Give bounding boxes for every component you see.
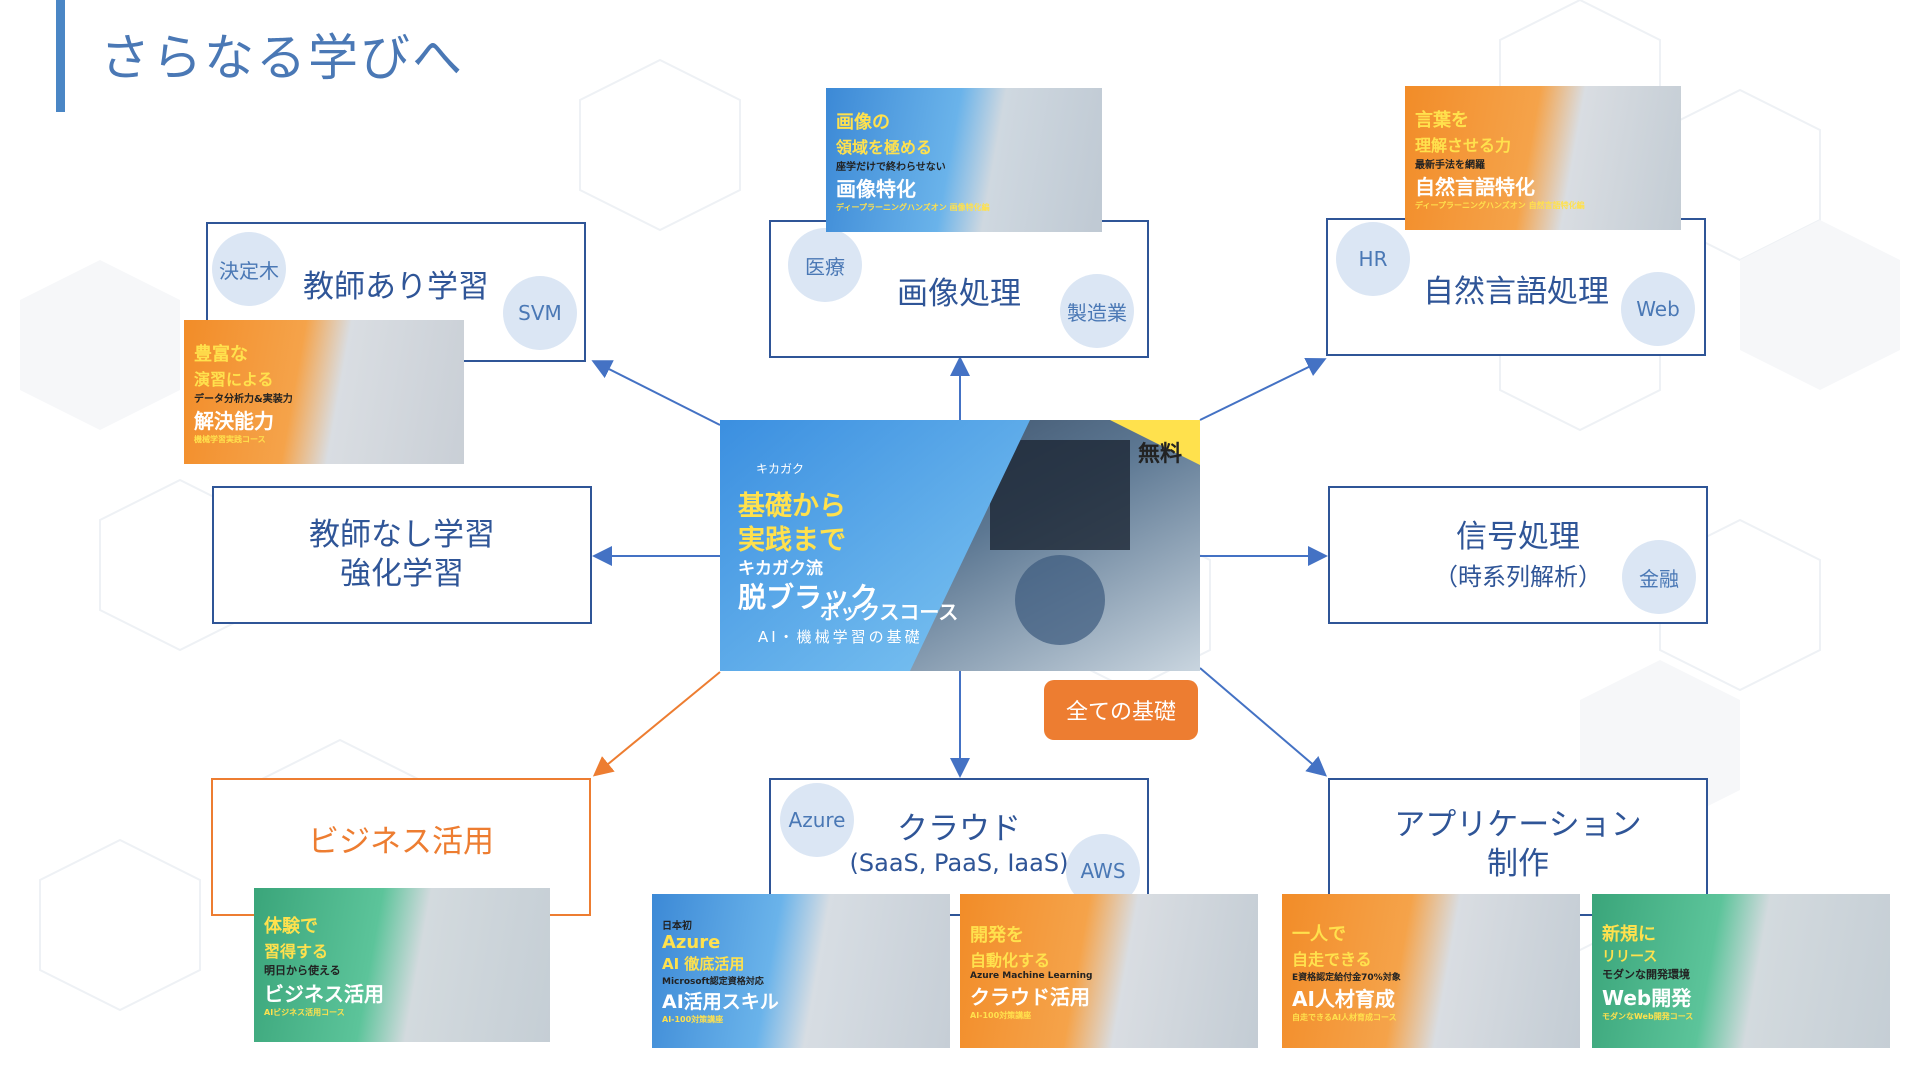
banner-line: データ分析力&実装力 — [194, 393, 293, 405]
center-line1: 基礎から — [738, 491, 846, 522]
cloud-course-banner[interactable]: 開発を 自動化する Azure Machine Learning クラウド活用 … — [960, 894, 1258, 1048]
banner-line: 解決能力 — [194, 408, 274, 433]
node-label: ビジネス活用 — [308, 823, 494, 860]
banner-line: 最新手法を網羅 — [1415, 159, 1485, 171]
node-label-line2: 強化学習 — [340, 556, 464, 592]
node-sublabel: （時系列解析） — [1434, 562, 1602, 591]
business-course-banner[interactable]: 体験で 習得する 明日から使える ビジネス活用 AIビジネス活用コース — [254, 888, 550, 1042]
hr-course-banner[interactable]: 一人で 自走できる E資格認定給付金70%対象 AI人材育成 自走できるAI人材… — [1282, 894, 1580, 1048]
banner-line: AI 徹底活用 — [662, 955, 745, 973]
arrow-to-nlp — [1199, 358, 1327, 421]
center-line4: 脱ブラック — [738, 581, 879, 614]
center-line2: 実践まで — [738, 525, 846, 556]
azure-course-banner[interactable]: 日本初 Azure AI 徹底活用 Microsoft認定資格対応 AI活用スキ… — [652, 894, 950, 1048]
center-line3: キカガク流 — [738, 559, 823, 579]
banner-line: AIビジネス活用コース — [264, 1008, 345, 1017]
banner-line: 日本初 — [662, 921, 692, 932]
banner-line: 理解させる力 — [1415, 135, 1512, 155]
banner-line: AI-100対策講座 — [662, 1015, 724, 1024]
banner-line: 新規に — [1602, 924, 1656, 945]
node-label-line2: 制作 — [1487, 845, 1549, 882]
title-accent-bar — [56, 0, 65, 112]
banner-line: 機械学習実践コース — [194, 434, 266, 444]
banner-line: ビジネス活用 — [264, 982, 384, 1006]
banner-line: モダンな開発環境 — [1602, 968, 1690, 981]
node-label-line1: アプリケーション — [1394, 807, 1642, 843]
banner-line: モダンなWeb開発コース — [1602, 1012, 1694, 1021]
center-line5: ボックスコース — [820, 600, 959, 624]
tag-decision-tree: 決定木 — [212, 232, 286, 306]
node-unsupervised-learning[interactable]: 教師なし学習 強化学習 — [212, 486, 592, 624]
banner-line: Azure — [662, 932, 721, 953]
banner-line: 画像の — [836, 111, 890, 133]
supervised-course-banner[interactable]: 豊富な 演習による データ分析力&実装力 解決能力 機械学習実践コース — [184, 320, 464, 464]
tag-web: Web — [1621, 272, 1695, 346]
center-line6: AI・機械学習の基礎 — [758, 628, 923, 646]
tag-manufacturing: 製造業 — [1060, 274, 1134, 348]
banner-line: リリース — [1602, 949, 1658, 965]
page-title: さらなる学びへ — [100, 29, 464, 87]
banner-line: 開発を — [970, 925, 1024, 946]
node-label: クラウド — [897, 811, 1021, 847]
banner-line: AI人材育成 — [1292, 986, 1395, 1011]
tag-azure: Azure — [780, 783, 854, 857]
node-label: 画像処理 — [897, 275, 1021, 312]
center-banner-art — [720, 420, 1200, 671]
banner-line: 演習による — [194, 369, 274, 389]
free-label: 無料 — [1138, 442, 1183, 467]
nlp-course-banner[interactable]: 言葉を 理解させる力 最新手法を網羅 自然言語特化 ディープラーニングハンズオン… — [1405, 86, 1681, 230]
center-course-banner[interactable]: キカガク 無料 基礎から 実践まで キカガク流 脱ブラック ボックスコース AI… — [720, 420, 1200, 671]
banner-line: AI活用スキル — [662, 991, 779, 1013]
node-label: 教師あり学習 — [303, 269, 489, 305]
banner-line: 自走できる — [1292, 949, 1372, 969]
center-logo: キカガク — [756, 462, 805, 476]
banner-line: 明日から使える — [264, 964, 341, 977]
banner-line: Azure Machine Learning — [970, 971, 1093, 981]
node-label: 信号処理 — [1456, 519, 1580, 556]
banner-line: 座学だけで終わらせない — [836, 161, 946, 173]
banner-line: 習得する — [264, 942, 329, 961]
banner-line: E資格認定給付金70%対象 — [1292, 972, 1401, 983]
node-label: 自然言語処理 — [1423, 273, 1609, 310]
banner-line: ディープラーニングハンズオン 画像特化編 — [836, 202, 990, 212]
node-label-line1: 教師なし学習 — [309, 517, 495, 554]
banner-line: 自然言語特化 — [1415, 174, 1535, 199]
banner-line: 体験で — [264, 916, 318, 937]
image-course-banner[interactable]: 画像の 領域を極める 座学だけで終わらせない 画像特化 ディープラーニングハンズ… — [826, 88, 1102, 232]
banner-line: 自走できるAI人材育成コース — [1292, 1012, 1397, 1022]
tag-medical: 医療 — [788, 228, 862, 302]
arrow-to-app — [1199, 667, 1328, 777]
banner-line: 画像特化 — [836, 176, 916, 201]
banner-line: 一人で — [1292, 923, 1346, 945]
tag-svm: SVM — [503, 276, 577, 350]
banner-line: ディープラーニングハンズオン 自然言語特化編 — [1415, 200, 1585, 210]
node-sublabel: (SaaS, PaaS, IaaS) — [849, 848, 1069, 877]
arrow-to-supervised — [591, 360, 721, 426]
banner-line: 自動化する — [970, 951, 1051, 970]
web-course-banner[interactable]: 新規に リリース モダンな開発環境 Web開発 モダンなWeb開発コース — [1592, 894, 1890, 1048]
tag-hr: HR — [1336, 222, 1410, 296]
tag-finance: 金融 — [1622, 540, 1696, 614]
arrow-to-business — [592, 671, 721, 777]
banner-line: 言葉を — [1415, 109, 1469, 131]
banner-line: AI-100対策講座 — [970, 1011, 1032, 1020]
node-application[interactable]: アプリケーション 制作 — [1328, 778, 1708, 916]
banner-line: クラウド活用 — [970, 985, 1090, 1009]
banner-line: Web開発 — [1602, 986, 1692, 1010]
banner-line: 領域を極める — [836, 137, 933, 157]
foundation-badge: 全ての基礎 — [1044, 680, 1198, 740]
banner-line: Microsoft認定資格対応 — [662, 977, 764, 987]
banner-line: 豊富な — [194, 343, 248, 365]
